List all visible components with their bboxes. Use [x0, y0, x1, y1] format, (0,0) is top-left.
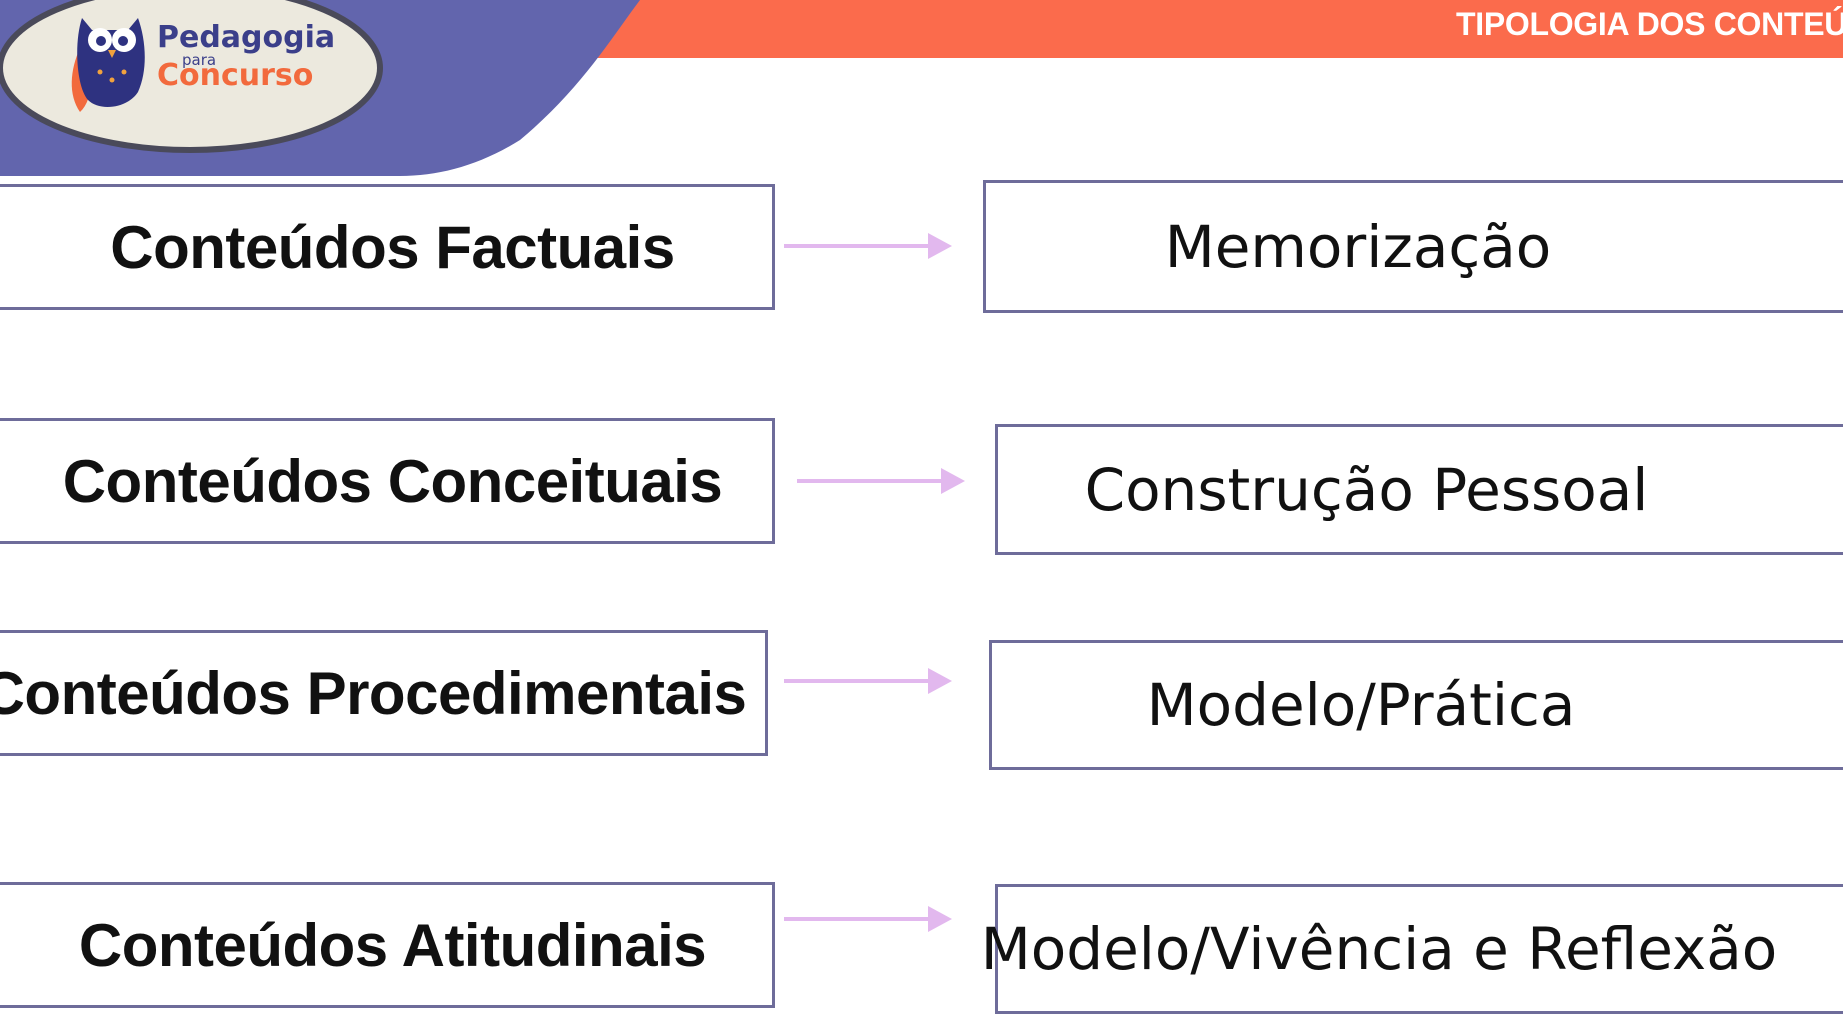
- left-box-label: Conteúdos Conceituais: [62, 447, 723, 515]
- header-orange-band: [560, 0, 1843, 58]
- right-box-label: Modelo/Prática: [1146, 671, 1576, 739]
- left-box-label: Conteúdos Procedimentais: [0, 659, 747, 727]
- arrow-row-4: [784, 906, 952, 932]
- logo-word-concurso: Concurso: [157, 58, 314, 93]
- right-box-construcao: Construção Pessoal: [995, 424, 1843, 555]
- right-box-modelo-vivencia: Modelo/Vivência e Reflexão: [981, 884, 1843, 1014]
- left-box-procedimentais: Conteúdos Procedimentais: [0, 630, 768, 756]
- left-box-conceituais: Conteúdos Conceituais: [0, 418, 775, 544]
- left-box-label: Conteúdos Factuais: [110, 213, 675, 281]
- right-box-label: Memorização: [1164, 212, 1552, 281]
- logo-word-para: para: [182, 51, 217, 69]
- arrow-row-3: [784, 668, 952, 694]
- left-box-factuais: Conteúdos Factuais: [0, 184, 775, 310]
- arrow-row-1: [784, 233, 952, 259]
- header-title: TIPOLOGIA DOS CONTEÚ: [1456, 6, 1843, 42]
- right-box-label: Modelo/Vivência e Reflexão: [980, 915, 1778, 983]
- header-band: [0, 0, 1843, 176]
- arrow-row-2: [797, 468, 965, 494]
- left-box-label: Conteúdos Atitudinais: [78, 911, 707, 979]
- left-box-atitudinais: Conteúdos Atitudinais: [0, 882, 775, 1008]
- right-box-memorizacao: Memorização: [983, 180, 1843, 313]
- logo-word-pedagogia: Pedagogia: [157, 20, 336, 55]
- right-box-label: Construção Pessoal: [1084, 455, 1649, 524]
- owl-icon: [71, 18, 145, 112]
- right-box-modelo-pratica: Modelo/Prática: [989, 640, 1843, 770]
